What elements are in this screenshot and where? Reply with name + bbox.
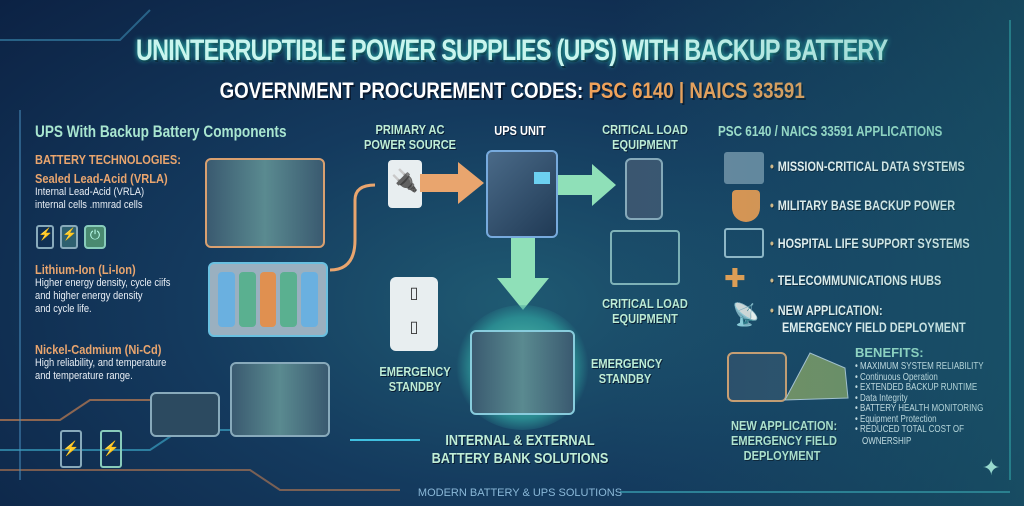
medical-monitor-icon [724, 228, 764, 258]
tech-desc: Internal Lead-Acid (VRLA) [35, 186, 145, 198]
label-line: STANDBY [388, 379, 442, 394]
benefit-item: REDUCED TOTAL COST OF [855, 424, 984, 436]
benefit-item: Data Integrity [855, 393, 984, 405]
tech-name: Lithium-Ion (Li-Ion) [35, 262, 136, 277]
applications-heading: PSC 6140 / NAICS 33591 APPLICATIONS [718, 123, 943, 140]
tech-li-ion: Lithium-Ion (Li-Ion) Higher energy densi… [35, 262, 170, 316]
battery-tech-heading: BATTERY TECHNOLOGIES: [35, 152, 181, 167]
label-line: PRIMARY AC [375, 122, 445, 137]
battery-icon: ⚡ [100, 430, 122, 468]
ni-cd-battery-image [230, 362, 330, 437]
tech-desc: and higher energy density [35, 290, 143, 302]
app-item: MISSION-CRITICAL DATA SYSTEMS [770, 158, 965, 175]
battery-icon: ⚡ [60, 430, 82, 468]
label-line: POWER SOURCE [363, 137, 457, 152]
app-item: MILITARY BASE BACKUP POWER [770, 197, 955, 214]
arrow-to-ups [420, 162, 484, 204]
battery-icons: ⚡ ⚡ ⏻ [36, 225, 106, 249]
benefit-item: MAXIMUM SYSTEM RELIABILITY [855, 361, 984, 373]
battery-bank-image [470, 330, 575, 415]
battery-charge-icon: ⚡ [60, 225, 78, 249]
tech-name: Nickel-Cadmium (Ni-Cd) [35, 342, 162, 357]
label-line: CRITICAL LOAD [602, 296, 688, 311]
benefits-heading: BENEFITS: [855, 345, 924, 360]
naics-code: NAICS 33591 [689, 78, 805, 103]
app-item: HOSPITAL LIFE SUPPORT SYSTEMS [770, 235, 970, 252]
label-line: BATTERY BANK SOLUTIONS [431, 450, 609, 467]
wall-outlet-icon: ▯▯ [390, 277, 438, 351]
ups-unit-label: UPS UNIT [494, 123, 546, 138]
app-item: TELECOMMUNICATIONS HUBS [770, 272, 942, 289]
tech-desc: High reliability, and temperature [35, 357, 167, 369]
sparkle-icon: ✦ [982, 455, 1001, 480]
label-line: EQUIPMENT [612, 137, 678, 152]
shield-icon [732, 190, 760, 222]
label-line: CRITICAL LOAD [602, 122, 688, 137]
medical-equipment-image [610, 230, 680, 285]
tech-vrla: Sealed Lead-Acid (VRLA) Internal Lead-Ac… [35, 171, 168, 212]
benefit-item-line2: OWNERSHIP [862, 436, 912, 447]
li-ion-battery-image [208, 262, 328, 337]
label-line: INTERNAL & EXTERNAL [445, 432, 595, 449]
plug-icon: 🔌 [388, 160, 422, 208]
main-title-wrap: UNINTERRUPTIBLE POWER SUPPLIES (UPS) WIT… [0, 34, 1024, 68]
procurement-codes-line: GOVERNMENT PROCUREMENT CODES: PSC 6140 |… [219, 78, 804, 104]
main-title: UNINTERRUPTIBLE POWER SUPPLIES (UPS) WIT… [136, 34, 888, 67]
benefits-list: MAXIMUM SYSTEM RELIABILITY Continuous Op… [855, 361, 984, 436]
procurement-codes: GOVERNMENT PROCUREMENT CODES: PSC 6140 |… [0, 78, 1024, 104]
power-icon: ⏻ [84, 225, 106, 249]
tent-image [784, 352, 849, 401]
small-battery-image [150, 392, 220, 437]
vrla-battery-image [205, 158, 325, 248]
satellite-dish-icon: 📡 [732, 302, 760, 327]
server-rack-image [625, 158, 663, 220]
ups-unit-image [486, 150, 558, 238]
label-line: EMERGENCY [591, 356, 663, 371]
battery-charge-icon: ⚡ [36, 225, 54, 249]
server-icon [724, 152, 764, 184]
arrow-to-battery [497, 238, 549, 310]
footer-tagline: MODERN BATTERY & UPS SOLUTIONS [417, 487, 623, 499]
app-item-line2: EMERGENCY FIELD DEPLOYMENT [782, 319, 966, 335]
psc-code: PSC 6140 [588, 78, 674, 103]
field-case-image [727, 352, 787, 402]
tech-desc: internal cells .mmrad cells [35, 199, 143, 211]
label-line: EQUIPMENT [612, 311, 678, 326]
code-separator: | [673, 78, 690, 103]
label-line: NEW APPLICATION: [731, 418, 838, 433]
benefit-item: Continuous Operation [855, 372, 984, 384]
codes-label: GOVERNMENT PROCUREMENT CODES: [219, 78, 589, 103]
label-line: EMERGENCY FIELD [731, 433, 838, 448]
tech-desc: and cycle life. [35, 303, 92, 315]
benefit-item: Equipment Protection [855, 414, 984, 426]
tech-ni-cd: Nickel-Cadmium (Ni-Cd) High reliability,… [35, 342, 166, 383]
label-line: DEPLOYMENT [743, 448, 821, 463]
medical-cross-icon: ✚ [724, 263, 746, 293]
tech-desc: Higher energy density, cycle ciifs [35, 277, 171, 289]
components-heading: UPS With Backup Battery Components [35, 122, 287, 141]
label-line: EMERGENCY [379, 364, 451, 379]
tech-desc: and temperature range. [35, 370, 133, 382]
benefit-item: BATTERY HEALTH MONITORING [855, 403, 984, 415]
app-item: NEW APPLICATION: [770, 302, 883, 319]
benefit-item: EXTENDED BACKUP RUNTIME [855, 382, 984, 394]
tech-name: Sealed Lead-Acid (VRLA) [35, 171, 168, 186]
arrow-to-load [558, 164, 616, 206]
label-line: STANDBY [598, 371, 652, 386]
